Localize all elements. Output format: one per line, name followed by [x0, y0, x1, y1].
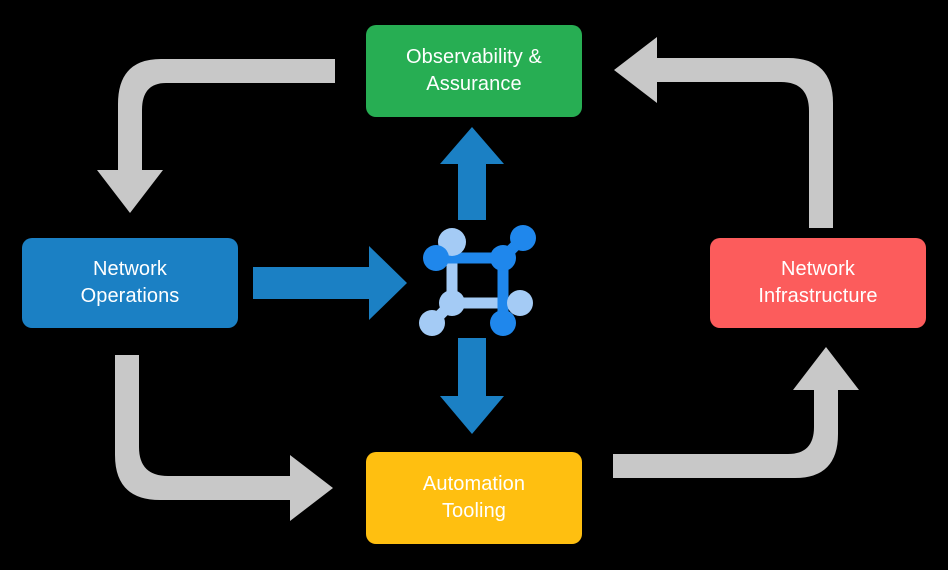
arrow-center-to-automation — [440, 338, 504, 434]
arrow-center-to-observability — [440, 127, 504, 220]
topology-node-lower-left — [419, 310, 445, 336]
topology-node-center-left — [439, 290, 465, 316]
topology-node-left — [423, 245, 449, 271]
node-box-observability[interactable]: Observability & Assurance — [366, 25, 582, 117]
node-label-network-operations: Network Operations — [80, 258, 180, 307]
node-label-network-infrastructure: Network Infrastructure — [758, 258, 878, 307]
node-box-network-operations[interactable]: Network Operations — [22, 238, 238, 328]
node-label-automation-tooling: Automation Tooling — [422, 473, 526, 522]
arrow-observability-to-operations — [97, 59, 335, 213]
network-topology-icon — [419, 225, 536, 336]
arrow-infrastructure-to-observability — [614, 37, 833, 228]
topology-node-hub — [490, 245, 516, 271]
arrow-automation-to-infrastructure — [613, 347, 859, 478]
node-label-observability: Observability & Assurance — [406, 46, 542, 95]
node-box-automation-tooling[interactable]: Automation Tooling — [366, 452, 582, 544]
topology-node-bottom — [490, 310, 516, 336]
node-box-network-infrastructure[interactable]: Network Infrastructure — [710, 238, 926, 328]
arrow-operations-to-center — [253, 246, 407, 320]
topology-node-upper-right — [510, 225, 536, 251]
topology-node-right — [507, 290, 533, 316]
arrow-operations-to-automation — [115, 355, 333, 521]
